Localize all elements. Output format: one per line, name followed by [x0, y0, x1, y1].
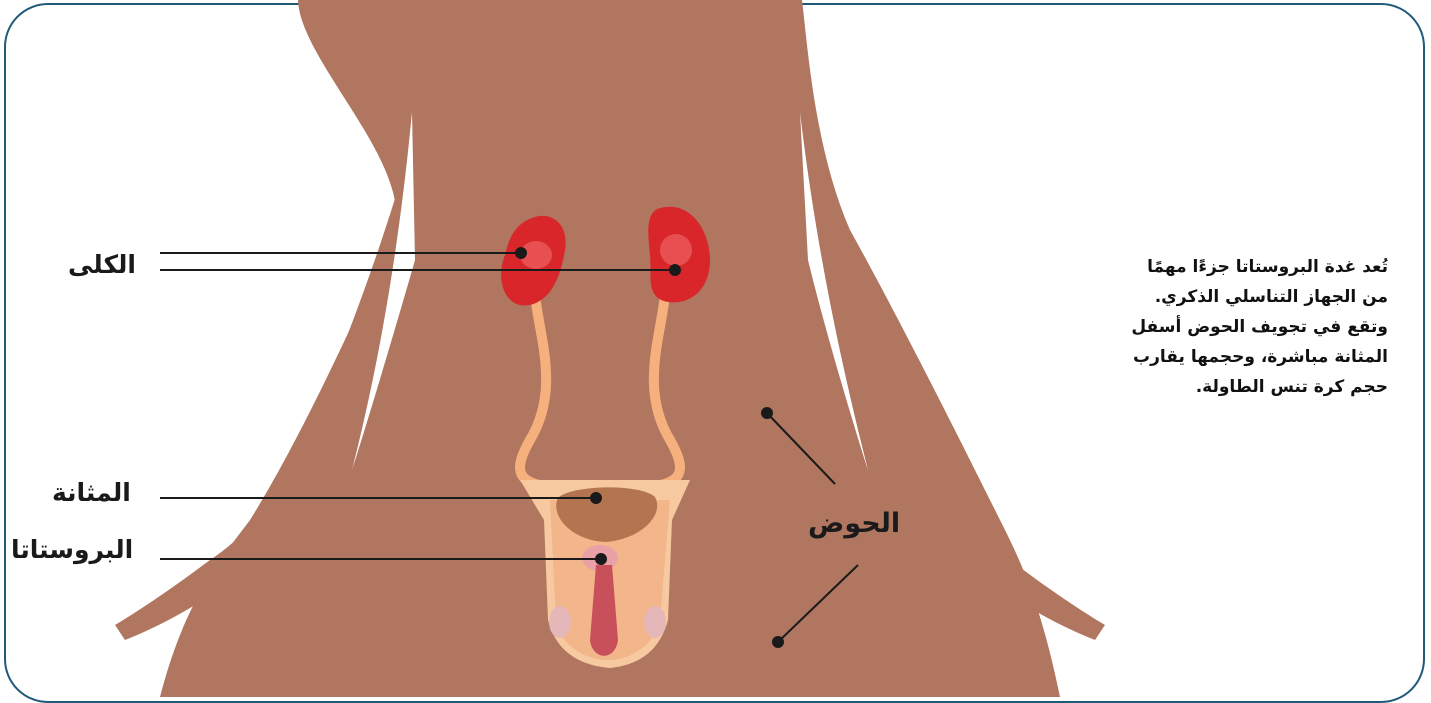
label-kidneys: الكلى — [68, 252, 136, 277]
label-bladder: المثانة — [52, 480, 131, 505]
label-prostate: البروستاتا — [11, 537, 133, 562]
description-line: من الجهاز التناسلي الذكري. — [1088, 282, 1388, 312]
description-line: حجم كرة تنس الطاولة. — [1088, 372, 1388, 402]
label-pelvis: الحوض — [808, 510, 900, 537]
description-line: تُعد غدة البروستاتا جزءًا مهمًا — [1088, 252, 1388, 282]
description-line: وتقع في تجويف الحوض أسفل — [1088, 312, 1388, 342]
description-line: المثانة مباشرة، وحجمها يقارب — [1088, 342, 1388, 372]
description-text: تُعد غدة البروستاتا جزءًا مهمًا من الجها… — [1088, 252, 1388, 402]
